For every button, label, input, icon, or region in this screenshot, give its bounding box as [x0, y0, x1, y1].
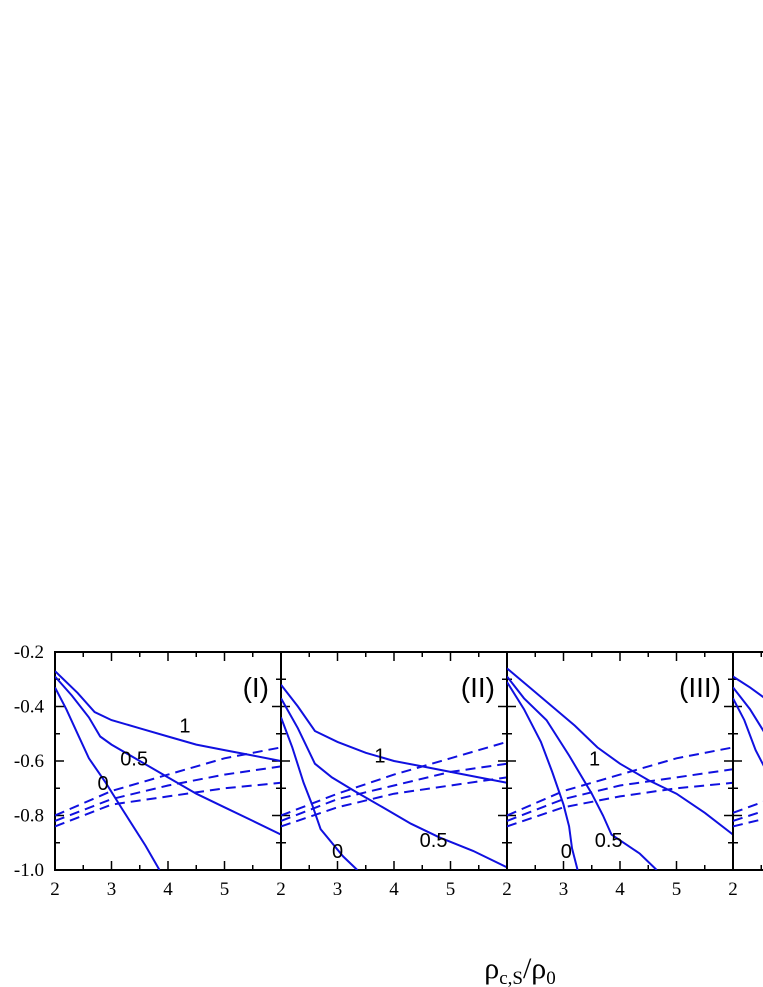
dashed-series-line	[281, 740, 507, 817]
panel-4	[732, 651, 763, 871]
solid-series-line-1	[733, 675, 763, 699]
dashed-series-line	[55, 765, 281, 822]
chart-panels: 10.50(I)10.50(II)10.50(III)	[54, 651, 763, 871]
x-tick-label: 5	[220, 879, 230, 900]
x-tick-label: 3	[107, 879, 117, 900]
dashed-series-line	[281, 776, 507, 828]
dashed-series-line	[55, 781, 281, 828]
solid-series-line-0	[281, 717, 358, 870]
curve-label: 0	[332, 841, 343, 863]
panel-series: 10.50	[281, 684, 507, 870]
panel-2: 10.50(II)	[280, 651, 508, 871]
curve-label: 0.5	[595, 830, 623, 852]
x-tick-label: 2	[276, 879, 286, 900]
x-tick-label: 2	[50, 879, 60, 900]
x-axis-tick-labels: 2 3 4 5 2 3 4 5 2 3 4 5 2	[50, 879, 738, 900]
y-axis-tick-labels: -0.2 -0.4 -0.6 -0.8 -1.0	[14, 642, 45, 881]
solid-series-line-0.5	[281, 697, 507, 869]
dashed-series-line	[507, 768, 733, 822]
panel-3: 10.50(III)	[506, 651, 734, 871]
x-tick-label: 3	[333, 879, 343, 900]
solid-series-line-0	[55, 686, 161, 870]
panel-series	[733, 675, 763, 828]
y-tick-label: -0.2	[14, 642, 44, 663]
curve-label: 1	[179, 716, 190, 738]
x-tick-label: 2	[502, 879, 512, 900]
dashed-series-line	[281, 762, 507, 822]
x-tick-label: 4	[615, 879, 625, 900]
panel-1: 10.50(I)	[54, 651, 282, 871]
x-tick-label: 4	[163, 879, 173, 900]
curve-label: 0.5	[420, 830, 448, 852]
x-tick-label: 2	[728, 879, 738, 900]
solid-series-line-0	[507, 681, 579, 870]
y-tick-label: -0.6	[14, 751, 44, 772]
x-tick-label: 5	[672, 879, 682, 900]
solid-series-line-0.5	[55, 675, 281, 836]
solid-series-line-1	[507, 667, 733, 836]
x-axis-title: ρc,S/ρ0	[484, 952, 556, 987]
curve-label: 1	[374, 746, 385, 768]
solid-series-line-1	[281, 684, 507, 784]
dashed-series-line	[733, 810, 763, 822]
curve-label: 0	[561, 841, 572, 863]
curve-label: 0.5	[120, 748, 148, 770]
curve-label: 0	[97, 773, 108, 795]
dashed-series-line	[507, 781, 733, 828]
solid-series-line-0	[733, 697, 763, 767]
y-tick-label: -0.8	[14, 806, 44, 827]
curve-label: 1	[589, 748, 600, 770]
solid-series-line-1	[55, 670, 281, 762]
dashed-series-line	[507, 746, 733, 817]
panel-label: (II)	[461, 672, 495, 703]
panel-label: (III)	[679, 672, 721, 703]
y-tick-label: -0.4	[14, 697, 45, 718]
solid-series-line-0.5	[733, 686, 763, 733]
dashed-series-line	[733, 800, 763, 814]
y-tick-label: -1.0	[14, 860, 44, 881]
dashed-series-line	[733, 818, 763, 828]
x-tick-label: 3	[559, 879, 569, 900]
panel-series: 10.50	[55, 670, 281, 870]
panel-series: 10.50	[507, 667, 733, 870]
panel-label: (I)	[243, 672, 269, 703]
solid-series-line-0.5	[507, 675, 658, 870]
x-tick-label: 4	[389, 879, 399, 900]
x-tick-label: 5	[446, 879, 456, 900]
